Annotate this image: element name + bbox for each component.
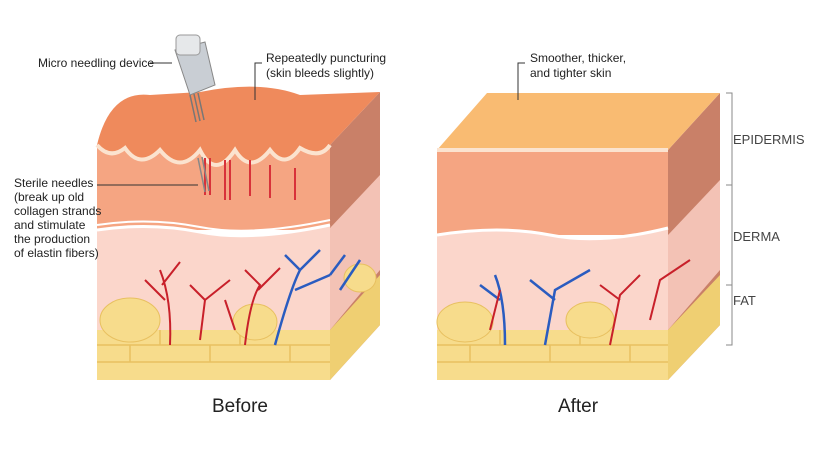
after-caption: After (558, 396, 599, 417)
needles-label-line4: and stimulate (14, 218, 86, 232)
needles-label-line1: Sterile needles (14, 176, 93, 190)
derma-label: DERMA (733, 229, 780, 244)
before-skin-block (95, 34, 380, 380)
result-callout-line (517, 62, 525, 100)
layer-bracket (726, 92, 733, 346)
after-skin-block (436, 93, 720, 380)
needles-label-line2: (break up old (14, 190, 84, 204)
result-label-line2: and tighter skin (530, 66, 611, 80)
puncture-callout-line (254, 62, 262, 100)
puncture-label-line1: Repeatedly puncturing (266, 51, 386, 65)
needles-label-line6: of elastin fibers) (14, 246, 99, 260)
needles-label-line3: collagen strands (14, 204, 101, 218)
puncture-label-line2: (skin bleeds slightly) (266, 66, 374, 80)
epidermis-label: EPIDERMIS (733, 132, 805, 147)
microneedling-device-icon (174, 34, 216, 123)
before-caption: Before (212, 396, 268, 417)
result-label-line1: Smoother, thicker, (530, 51, 626, 65)
device-label: Micro needling device (38, 56, 154, 70)
needles-label-line5: the production (14, 232, 90, 246)
fat-label: FAT (733, 293, 756, 308)
